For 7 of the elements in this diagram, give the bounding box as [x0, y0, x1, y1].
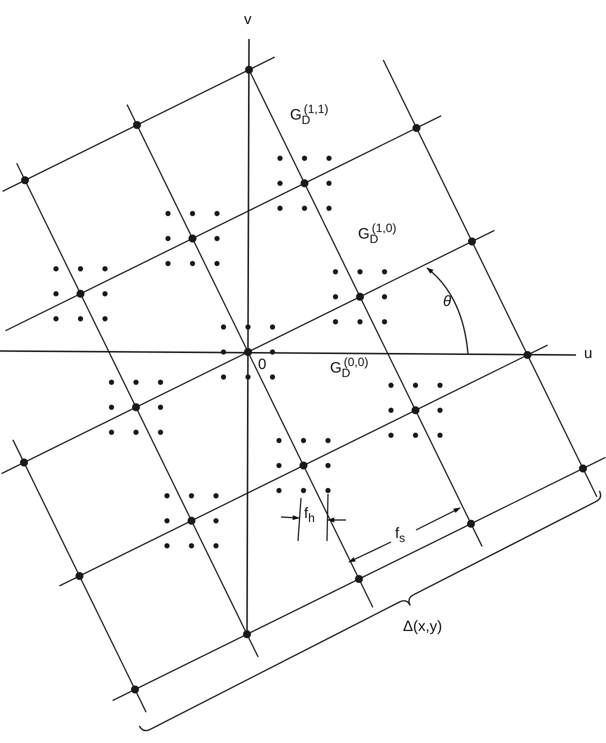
angle-label: θ	[443, 294, 452, 310]
axis-label: v	[244, 12, 252, 28]
axis-label: u	[584, 346, 592, 362]
origin-label: 0	[258, 357, 266, 374]
dimension-label: Δ(x,y)	[403, 619, 442, 636]
dimension-label: f$_{h}$	[304, 506, 315, 526]
dimension-label: f$_{s}$	[395, 526, 406, 546]
